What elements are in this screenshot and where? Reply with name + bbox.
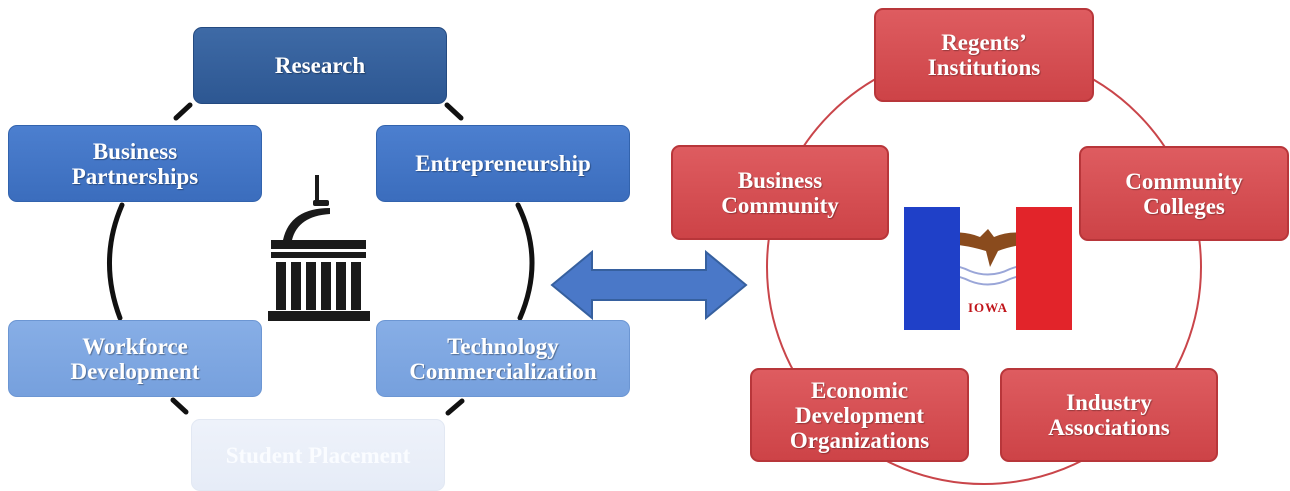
node-student-placement: Student Placement — [191, 419, 445, 491]
node-business-partnerships: Business Partnerships — [8, 125, 262, 202]
node-regents-institutions: Regents’ Institutions — [874, 8, 1094, 102]
arc-bottom-left — [170, 397, 189, 415]
node-community-colleges: Community Colleges — [1079, 146, 1289, 241]
node-business-community: Business Community — [671, 145, 889, 240]
double-arrow-icon — [550, 249, 748, 321]
node-technology-commercialization: Technology Commercialization — [376, 320, 630, 397]
node-industry-associations: Industry Associations — [1000, 368, 1218, 462]
arc-bottom-right — [445, 398, 465, 416]
arc-left — [107, 202, 125, 321]
node-research: Research — [193, 27, 447, 104]
arc-right — [515, 202, 535, 321]
node-business-partnerships-label: Business Partnerships — [71, 138, 199, 189]
eagle-icon — [960, 229, 1016, 286]
node-student-placement-label: Student Placement — [225, 442, 411, 468]
node-community-colleges-label: Community Colleges — [1125, 168, 1243, 219]
flag-text: IOWA — [967, 300, 1009, 315]
node-entrepreneurship: Entrepreneurship — [376, 125, 630, 202]
node-entrepreneurship-label: Entrepreneurship — [415, 151, 591, 176]
node-economic-development-organizations: Economic Development Organizations — [750, 368, 969, 462]
node-economic-development-organizations-label: Economic Development Organizations — [789, 377, 930, 453]
arc-top-left — [173, 102, 193, 121]
node-research-label: Research — [274, 53, 366, 78]
node-industry-associations-label: Industry Associations — [1048, 390, 1170, 440]
node-workforce-development-label: Workforce Development — [70, 333, 200, 384]
iowa-flag-icon: IOWA — [904, 207, 1072, 330]
node-business-community-label: Business Community — [721, 167, 839, 218]
arc-top-right — [444, 102, 464, 121]
university-building-icon — [268, 175, 370, 321]
node-regents-institutions-label: Regents’ Institutions — [927, 30, 1041, 80]
node-workforce-development: Workforce Development — [8, 320, 262, 397]
node-technology-commercialization-label: Technology Commercialization — [409, 333, 597, 384]
